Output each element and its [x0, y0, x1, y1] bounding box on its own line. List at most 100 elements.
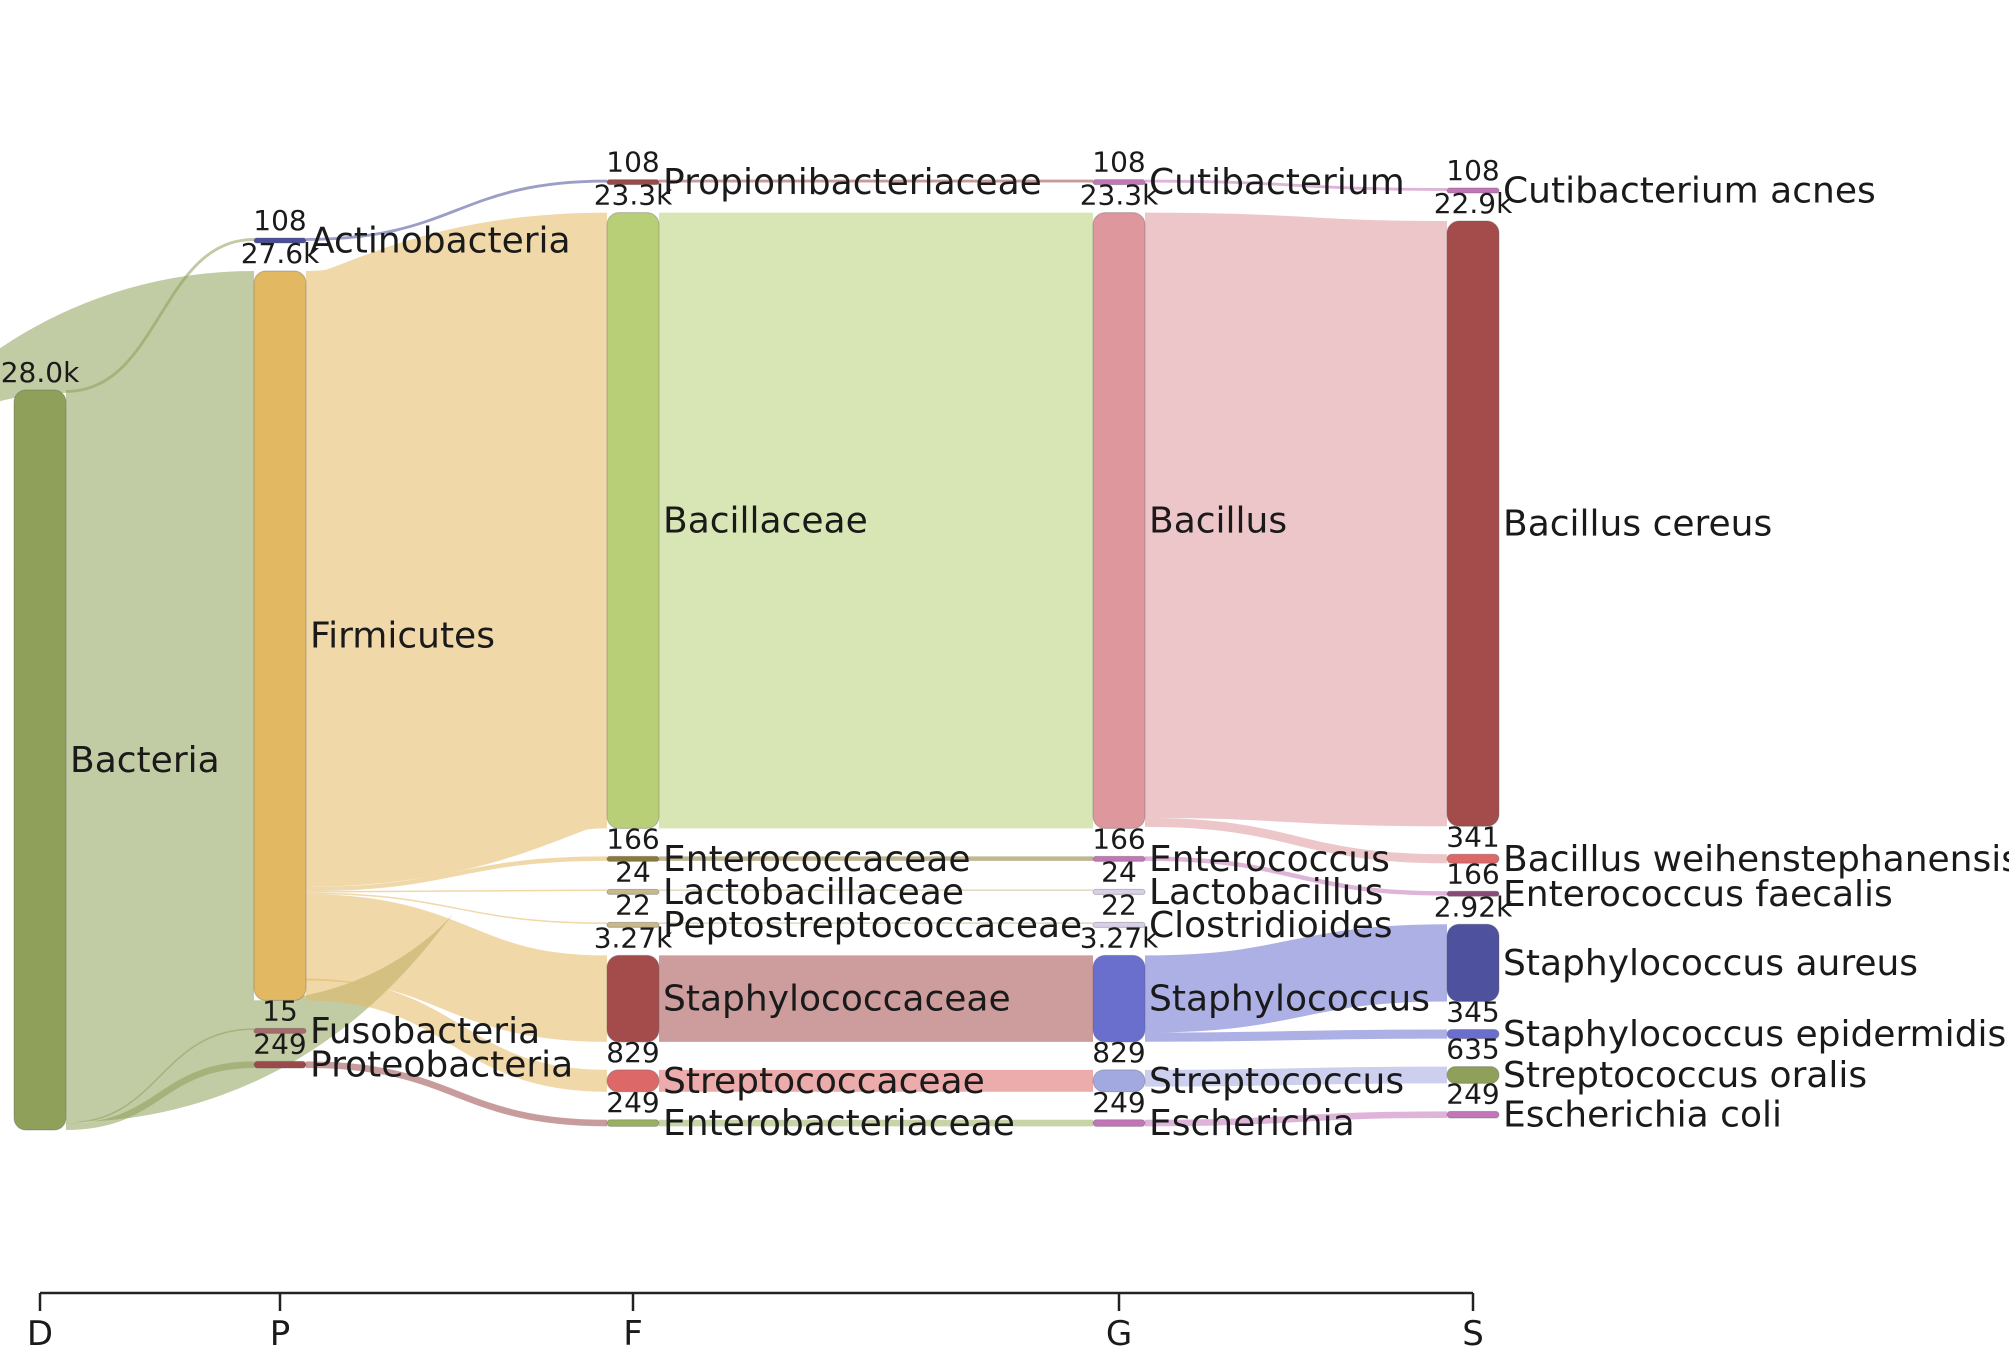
link-firmicutes-to-peptostreptococcaceae	[305, 892, 608, 924]
node-value-actinobacteria: 108	[253, 204, 306, 237]
node-enterococcus[interactable]	[1092, 855, 1146, 862]
node-value-enterococcus: 166	[1092, 822, 1145, 855]
node-value-bacillus_weihenstephanensis: 341	[1446, 820, 1499, 853]
sankey-links	[0, 179, 1448, 1131]
node-value-lactobacillaceae: 24	[615, 855, 651, 888]
node-streptococcus_oralis[interactable]	[1446, 1066, 1500, 1084]
link-streptococcus-to-streptococcus_oralis	[1144, 1066, 1448, 1087]
node-label-lactobacillaceae: Lactobacillaceae	[663, 872, 964, 913]
axis-label-P: P	[270, 1314, 291, 1354]
link-firmicutes-to-enterococcaceae	[305, 856, 608, 892]
link-bacteria-to-firmicutes	[0, 270, 459, 1123]
node-label-peptostreptococcaceae: Peptostreptococcaceae	[663, 905, 1082, 946]
node-fusobacteria[interactable]	[253, 1027, 307, 1034]
node-value-enterobacteriaceae: 249	[606, 1086, 659, 1119]
node-value-streptococcus: 829	[1092, 1036, 1145, 1069]
node-label-firmicutes: Firmicutes	[310, 616, 495, 657]
sankey-nodes	[13, 179, 1500, 1131]
link-actinobacteria-to-propionibacteriaceae	[305, 179, 608, 241]
link-firmicutes-to-bacillaceae	[299, 212, 614, 887]
node-staphylococcus_aureus[interactable]	[1446, 923, 1500, 1002]
link-escherichia-to-escherichia_coli	[1144, 1111, 1448, 1127]
node-label-actinobacteria: Actinobacteria	[310, 220, 571, 261]
node-label-fusobacteria: Fusobacteria	[310, 1011, 540, 1052]
link-bacteria-to-proteobacteria	[65, 1061, 255, 1131]
node-value-streptococcaceae: 829	[606, 1036, 659, 1069]
link-firmicutes-to-staphylococcaceae	[305, 894, 608, 1042]
node-label-enterococcus: Enterococcus	[1149, 839, 1390, 880]
node-value-enterococcus_faecalis: 166	[1446, 857, 1499, 890]
link-bacteria-to-fusobacteria	[65, 1028, 255, 1124]
node-label-cutibacterium_acnes: Cutibacterium acnes	[1503, 171, 1876, 212]
node-bacteria[interactable]	[13, 389, 67, 1131]
link-enterococcus-to-enterococcus_faecalis	[1144, 856, 1448, 896]
node-value-bacillus_cereus: 22.9k	[1434, 187, 1513, 220]
node-label-staphylococcus_aureus: Staphylococcus aureus	[1503, 943, 1918, 984]
node-label-lactobacillus: Lactobacillus	[1149, 872, 1383, 913]
link-cutibacterium-to-cutibacterium_acnes	[1144, 179, 1448, 191]
link-staphylococcus-to-staphylococcus_aureus	[1144, 924, 1448, 1033]
link-staphylococcus-to-staphylococcus_epidermidis	[1144, 1029, 1448, 1042]
node-peptostreptococcaceae[interactable]	[606, 921, 660, 928]
node-escherichia_coli[interactable]	[1446, 1110, 1500, 1119]
node-label-streptococcus: Streptococcus	[1149, 1061, 1404, 1102]
link-bacillus-to-bacillus_cereus	[1144, 212, 1448, 827]
node-label-staphylococcus_epidermidis: Staphylococcus epidermidis	[1503, 1014, 2006, 1055]
node-staphylococcus_epidermidis[interactable]	[1446, 1028, 1500, 1040]
node-label-enterococcus_faecalis: Enterococcus faecalis	[1503, 874, 1893, 915]
node-label-streptococcus_oralis: Streptococcus oralis	[1503, 1055, 1867, 1096]
node-bacillus_cereus[interactable]	[1446, 220, 1500, 827]
node-value-firmicutes: 27.6k	[241, 237, 320, 270]
node-label-bacillus_weihenstephanensis: Bacillus weihenstephanensis	[1503, 839, 2009, 880]
node-cutibacterium[interactable]	[1092, 179, 1146, 186]
node-label-staphylococcaceae: Staphylococcaceae	[663, 979, 1011, 1020]
node-label-staphylococcus: Staphylococcus	[1149, 979, 1430, 1020]
axis-label-G: G	[1106, 1314, 1132, 1354]
node-enterococcaceae[interactable]	[606, 855, 660, 862]
node-value-proteobacteria: 249	[253, 1027, 306, 1060]
node-label-enterococcaceae: Enterococcaceae	[663, 839, 970, 880]
node-value-bacillus: 23.3k	[1080, 179, 1159, 212]
node-firmicutes[interactable]	[253, 270, 307, 1001]
node-staphylococcus[interactable]	[1092, 954, 1146, 1043]
node-propionibacteriaceae[interactable]	[606, 179, 660, 186]
link-bacillus-to-bacillus_weihenstephanensis	[1144, 817, 1448, 864]
node-staphylococcaceae[interactable]	[606, 954, 660, 1043]
node-label-escherichia: Escherichia	[1149, 1103, 1355, 1144]
node-label-enterobacteriaceae: Enterobacteriaceae	[663, 1103, 1015, 1144]
node-clostridioides[interactable]	[1092, 921, 1146, 928]
node-lactobacillus[interactable]	[1092, 888, 1146, 895]
node-value-enterococcaceae: 166	[606, 822, 659, 855]
link-proteobacteria-to-enterobacteriaceae	[305, 1061, 608, 1127]
node-cutibacterium_acnes[interactable]	[1446, 187, 1500, 194]
node-value-escherichia_coli: 249	[1446, 1077, 1499, 1110]
axis-label-D: D	[27, 1314, 53, 1354]
node-label-bacteria: Bacteria	[70, 740, 220, 781]
node-value-clostridioides: 22	[1101, 888, 1137, 921]
node-lactobacillaceae[interactable]	[606, 888, 660, 895]
node-bacillus_weihenstephanensis[interactable]	[1446, 853, 1500, 864]
node-actinobacteria[interactable]	[253, 237, 307, 244]
link-firmicutes-to-streptococcaceae	[305, 978, 608, 1092]
axis-label-S: S	[1462, 1314, 1484, 1354]
node-label-clostridioides: Clostridioides	[1149, 905, 1392, 946]
node-bacillus[interactable]	[1092, 212, 1146, 829]
node-label-bacillus_cereus: Bacillus cereus	[1503, 504, 1772, 545]
node-value-propionibacteriaceae: 108	[606, 146, 659, 179]
node-label-cutibacterium: Cutibacterium	[1149, 162, 1405, 203]
node-streptococcaceae[interactable]	[606, 1069, 660, 1093]
node-streptococcus[interactable]	[1092, 1069, 1146, 1093]
node-value-streptococcus_oralis: 635	[1446, 1033, 1499, 1066]
node-label-proteobacteria: Proteobacteria	[310, 1045, 573, 1086]
node-bacillaceae[interactable]	[606, 212, 660, 829]
node-proteobacteria[interactable]	[253, 1060, 307, 1069]
node-escherichia[interactable]	[1092, 1119, 1146, 1127]
node-value-staphylococcus: 3.27k	[1080, 921, 1159, 954]
node-value-cutibacterium: 108	[1092, 146, 1145, 179]
node-enterobacteriaceae[interactable]	[606, 1119, 660, 1127]
node-enterococcus_faecalis[interactable]	[1446, 890, 1500, 897]
node-value-cutibacterium_acnes: 108	[1446, 154, 1499, 187]
axis-label-F: F	[623, 1314, 643, 1354]
